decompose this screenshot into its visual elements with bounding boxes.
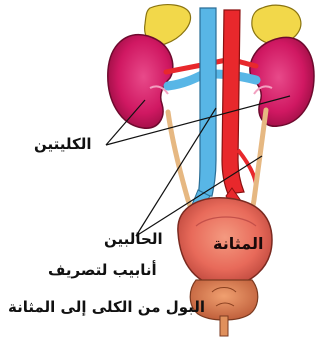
ureters-description-line2: البول من الكلى إلى المثانة <box>8 298 205 316</box>
left-kidney <box>108 35 173 128</box>
kidneys-label: الكليتين <box>34 135 92 153</box>
aorta <box>222 10 244 194</box>
left-renal-vein <box>168 74 204 86</box>
ureters-label: الحالبين <box>104 230 163 248</box>
inferior-vena-cava <box>198 8 216 196</box>
ureters-description-line1: أنابيب لتصريف <box>48 261 157 279</box>
inferior-mesenteric-artery <box>238 150 256 184</box>
bladder-label: المثانة <box>213 234 263 253</box>
